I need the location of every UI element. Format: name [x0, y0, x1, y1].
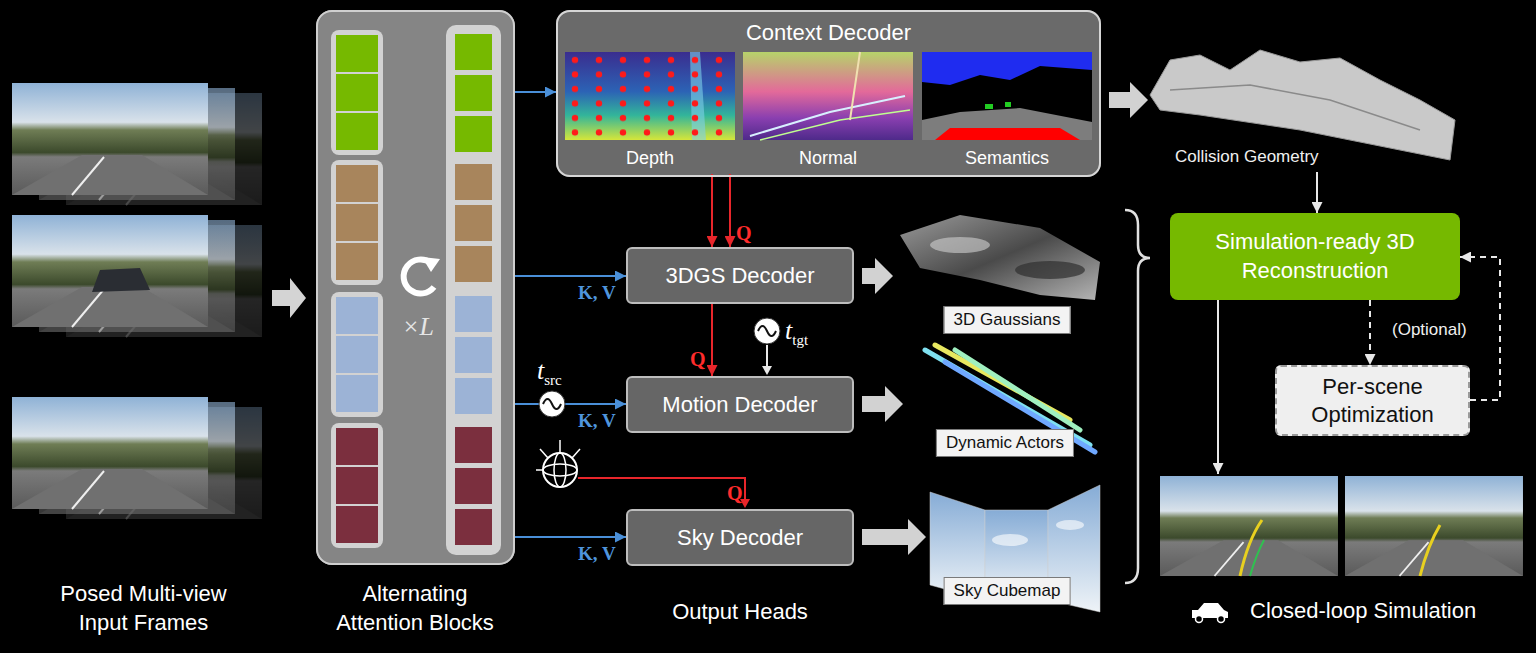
- node-label: Semantics: [922, 148, 1092, 169]
- edge-label: Q: [736, 222, 752, 245]
- edge-label: K, V: [578, 410, 616, 432]
- edge-label: K, V: [578, 282, 616, 304]
- optional-box: Per-scene Optimization: [1275, 365, 1470, 436]
- node-label: Closed-loop Simulation: [1250, 598, 1476, 624]
- time-label: ttgt: [785, 316, 808, 349]
- node-label: 3D Gaussians: [944, 306, 1071, 334]
- decoder-box: Motion Decoder: [626, 376, 854, 433]
- query-label: Q: [727, 482, 743, 505]
- connector: [515, 91, 556, 93]
- node-label: Dynamic Actors: [936, 429, 1074, 457]
- subscript: src: [544, 372, 562, 388]
- decoder-panel: Context DecoderDepth Normal Semantics: [556, 10, 1101, 177]
- caption: Posed Multi-view Input Frames: [36, 580, 251, 637]
- node-label: Per-scene Optimization: [1287, 373, 1458, 428]
- normal-map: Normal: [743, 52, 913, 174]
- block-arrow: [862, 386, 903, 422]
- connector: [1316, 172, 1318, 213]
- connector: [711, 304, 713, 376]
- node-label: 3DGS Decoder: [665, 263, 814, 289]
- connector: [711, 174, 713, 247]
- output-item: 3D Gaussians: [895, 210, 1105, 338]
- node-label: Normal: [743, 148, 913, 169]
- decoder-box: 3DGS Decoder: [626, 247, 854, 304]
- edge-label: Q: [690, 348, 706, 371]
- connector: [515, 403, 626, 405]
- node-label: Simulation-ready 3D Reconstruction: [1213, 228, 1418, 285]
- caption: Output Heads: [640, 598, 840, 627]
- time-label: tsrc: [537, 356, 562, 389]
- subscript: tgt: [792, 332, 808, 348]
- connector: [515, 536, 626, 538]
- process-box: Simulation-ready 3D Reconstruction: [1170, 213, 1460, 300]
- node-label: ×L: [378, 312, 458, 342]
- connector: [729, 174, 731, 247]
- connector: [1217, 300, 1219, 474]
- semantic-map: Semantics: [922, 52, 1092, 174]
- decoder-box: Sky Decoder: [626, 509, 854, 566]
- caption: Alternating Attention Blocks: [320, 580, 510, 637]
- output-item: Sky Cubemap: [928, 462, 1108, 610]
- block-arrow: [862, 519, 926, 555]
- node-label: Sky Decoder: [677, 525, 803, 551]
- block-arrow: [862, 258, 893, 294]
- node-label: Motion Decoder: [662, 392, 817, 418]
- connector: [1369, 300, 1371, 365]
- output-item: Dynamic Actors: [905, 340, 1105, 462]
- node-label: Sky Cubemap: [944, 577, 1071, 605]
- geometry-item: Collision Geometry: [1150, 40, 1460, 172]
- edge-label: K, V: [578, 543, 616, 565]
- node-label: Collision Geometry: [1175, 147, 1319, 167]
- depth-map: Depth: [565, 52, 735, 174]
- simulation-item: Closed-loop Simulation: [1158, 474, 1526, 626]
- edge-label: (Optional): [1392, 320, 1467, 340]
- attention-panel: ×L: [316, 10, 515, 565]
- node-label: Context Decoder: [558, 20, 1099, 46]
- connector: [515, 275, 626, 277]
- block-arrow: [1109, 82, 1148, 118]
- node-label: Depth: [565, 148, 735, 169]
